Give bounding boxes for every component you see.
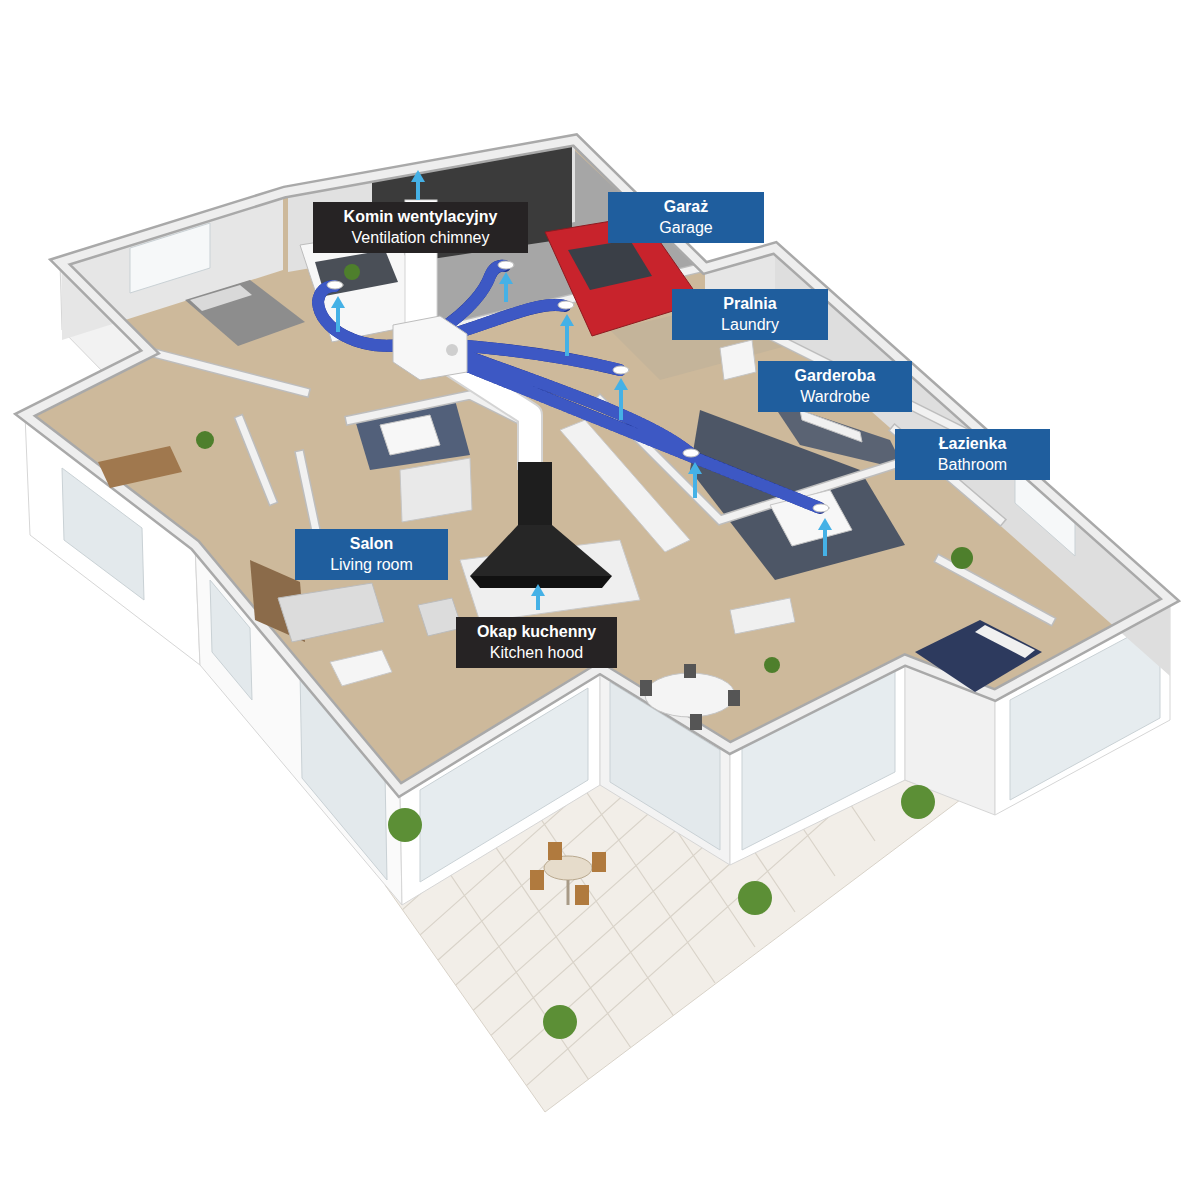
arrow-head <box>331 296 345 308</box>
terrace-table-leg <box>567 880 570 905</box>
terrace-chair <box>592 852 606 872</box>
duct-outlet <box>683 449 699 457</box>
arrow-head <box>614 378 628 390</box>
arrow-head <box>688 462 702 474</box>
washing-machine <box>720 340 756 380</box>
wardrobe-rack <box>800 410 862 442</box>
label-translation: Wardrobe <box>770 386 900 407</box>
kitchen-hood <box>470 462 612 588</box>
duct-outlet <box>558 301 574 309</box>
sideboard <box>730 598 795 634</box>
label-translation: Living room <box>307 554 436 575</box>
ventilation-unit <box>393 316 467 380</box>
plant <box>344 264 360 280</box>
duct <box>318 266 820 508</box>
label-translation: Garage <box>620 217 752 238</box>
arrow-head <box>818 518 832 530</box>
label-heading: Garderoba <box>770 366 900 386</box>
sofa <box>278 583 384 642</box>
arrow-head <box>531 584 545 596</box>
label-heading: Salon <box>307 534 436 554</box>
label-translation: Kitchen hood <box>468 642 605 663</box>
room-label: PralniaLaundry <box>672 289 828 340</box>
arrow-shaft <box>336 306 340 332</box>
label-translation: Ventilation chimney <box>325 227 516 248</box>
plant <box>196 431 214 449</box>
plants <box>196 264 973 1039</box>
plant <box>901 785 935 819</box>
duct-ribs <box>318 266 820 508</box>
terrace-chair <box>575 885 589 905</box>
floor <box>25 140 1170 790</box>
arrow-shaft <box>416 180 420 200</box>
plant <box>543 1005 577 1039</box>
unit-port <box>446 344 458 356</box>
interior-wall-faces <box>62 142 1170 676</box>
arrow-head <box>560 314 574 326</box>
arrow-shaft <box>619 388 623 420</box>
duct-outlet <box>613 366 629 374</box>
arrow-shaft <box>504 282 508 302</box>
hood-chimney <box>518 462 552 528</box>
chair <box>690 714 702 730</box>
pillow <box>975 625 1035 658</box>
arrow-shaft <box>536 594 540 610</box>
blue-ducts <box>318 261 829 512</box>
duct-outlet <box>498 261 514 269</box>
room-label: GarażGarage <box>608 192 764 243</box>
label-translation: Bathroom <box>907 454 1038 475</box>
label-heading: Pralnia <box>684 294 816 314</box>
arrow-shaft <box>565 324 569 356</box>
car-window <box>568 240 652 290</box>
wall-top-shadow <box>25 140 1170 790</box>
room-label: SalonLiving room <box>295 529 448 580</box>
wall-top <box>25 140 1170 790</box>
bathtub <box>380 415 440 455</box>
chair <box>640 680 652 696</box>
bed <box>915 620 1042 692</box>
callout-box: Okap kuchennyKitchen hood <box>456 617 617 668</box>
duct-outlet <box>327 281 343 289</box>
plant <box>738 881 772 915</box>
arrow-head <box>411 170 425 182</box>
terrace-chair <box>530 870 544 890</box>
pillow <box>190 285 252 311</box>
label-heading: Łazienka <box>907 434 1038 454</box>
terrace-chair <box>548 842 562 860</box>
label-translation: Laundry <box>684 314 816 335</box>
plant <box>764 657 780 673</box>
label-heading: Okap kuchenny <box>468 622 605 642</box>
dining-table <box>645 673 735 717</box>
plant <box>388 808 422 842</box>
room-label: GarderobaWardrobe <box>758 361 912 412</box>
desk <box>98 446 182 488</box>
bed <box>185 280 305 346</box>
label-heading: Komin wentylacyjny <box>325 207 516 227</box>
chair <box>728 690 740 706</box>
callout-box: Komin wentylacyjnyVentilation chimney <box>313 202 528 253</box>
room-label: ŁazienkaBathroom <box>895 429 1050 480</box>
wall-face <box>775 250 1170 676</box>
arrow-head <box>499 272 513 284</box>
coffee-table <box>330 650 392 686</box>
label-heading: Garaż <box>620 197 752 217</box>
arrow-shaft <box>823 528 827 556</box>
hood-rim <box>470 576 612 588</box>
kitchen-cabinet <box>400 458 472 522</box>
hood-body <box>470 525 612 576</box>
chair <box>684 664 696 678</box>
duct-outlet <box>813 504 829 512</box>
plant <box>951 547 973 569</box>
arrow-shaft <box>693 472 697 498</box>
